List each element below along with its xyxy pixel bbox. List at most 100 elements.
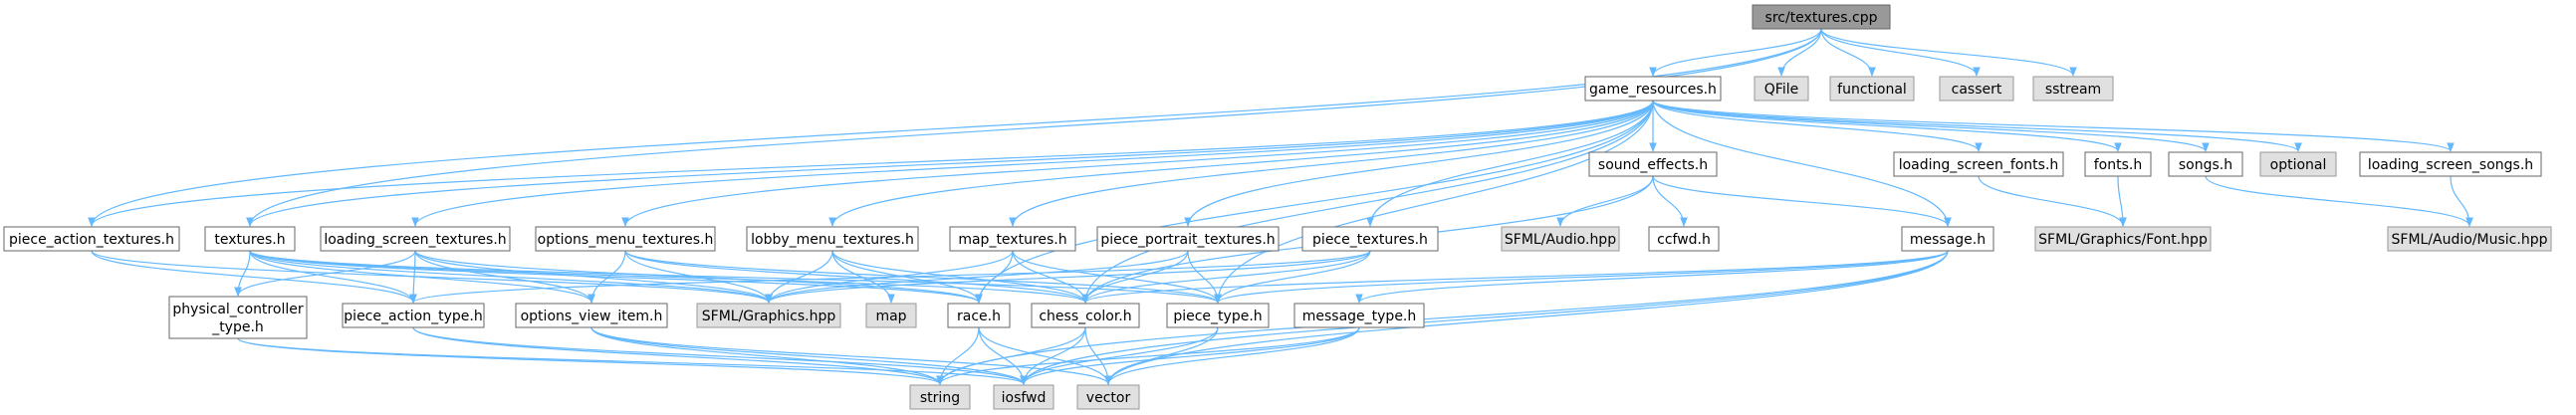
svg-text:sound_effects.h: sound_effects.h [1598,157,1708,173]
edge-game-resources-to-chess-color [1081,100,1654,304]
edge-chess-color-to-iosfwd [1020,326,1086,385]
file-nodes: src/textures.cpp game_resources.h QFile … [3,4,2552,410]
svg-text:songs.h: songs.h [2179,157,2232,173]
edge-game-resources-to-options-menu-textures [621,100,1654,227]
node-qfile[interactable]: QFile [1754,76,1809,102]
svg-text:chess_color.h: chess_color.h [1039,309,1131,324]
edge-root-to-textures [246,28,1822,227]
svg-text:game_resources.h: game_resources.h [1589,82,1717,98]
node-songs[interactable]: songs.h [2168,151,2243,177]
node-root-file[interactable]: src/textures.cpp [1752,4,1891,30]
edge-root-to-game-resources [1649,28,1822,77]
edge-options-view-item-to-iosfwd [590,326,1028,385]
edge-sound-effects-to-sfml-audio [1556,175,1654,227]
node-map[interactable]: map [865,303,917,328]
edge-textures-to-sfml-graphics [249,250,773,304]
node-textures[interactable]: textures.h [204,226,296,252]
node-message-type[interactable]: message_type.h [1293,303,1425,328]
edge-game-resources-to-message [1652,100,1952,227]
svg-text:lobby_menu_textures.h: lobby_menu_textures.h [751,232,914,248]
node-string[interactable]: string [909,384,971,410]
svg-text:SFML/Audio.hpp: SFML/Audio.hpp [1505,232,1616,248]
edge-game-resources-to-optional [1652,100,2302,152]
node-iosfwd[interactable]: iosfwd [993,384,1054,410]
svg-text:QFile: QFile [1764,82,1798,98]
node-piece-action-type[interactable]: piece_action_type.h [342,303,485,328]
svg-text:piece_portrait_textures.h: piece_portrait_textures.h [1100,232,1275,248]
edge-race-to-vector [978,326,1112,385]
svg-text:map: map [875,309,906,324]
svg-text:iosfwd: iosfwd [1002,390,1047,406]
svg-text:map_textures.h: map_textures.h [958,232,1066,248]
svg-text:ccfwd.h: ccfwd.h [1657,232,1711,248]
edge-loading-screen-textures-to-options-view-item [414,250,595,304]
node-fonts[interactable]: fonts.h [2084,151,2152,177]
edge-fonts-to-sfml-font [2117,175,2127,227]
svg-text:SFML/Graphics/Font.hpp: SFML/Graphics/Font.hpp [2038,232,2208,248]
node-options-view-item[interactable]: options_view_item.h [515,303,668,328]
node-sstream[interactable]: sstream [2032,76,2114,102]
node-loading-screen-textures[interactable]: loading_screen_textures.h [320,226,511,252]
edge-physical-controller-type-to-iosfwd [237,337,1028,385]
node-piece-type[interactable]: piece_type.h [1166,303,1270,328]
edge-piece-textures-to-chess-color [1081,250,1371,304]
edge-game-resources-to-lobby-menu-textures [828,100,1654,227]
svg-text:sstream: sstream [2045,82,2101,98]
edge-root-to-sstream [1820,28,2077,77]
node-sfml-audio[interactable]: SFML/Audio.hpp [1501,226,1620,252]
edge-textures-to-chess-color [249,250,1089,304]
node-functional[interactable]: functional [1829,76,1915,102]
edge-message-to-piece-type [1214,250,1949,304]
node-piece-action-textures[interactable]: piece_action_textures.h [3,226,180,252]
edge-textures-to-race [249,250,983,304]
node-chess-color[interactable]: chess_color.h [1031,303,1140,328]
node-race[interactable]: race.h [947,303,1011,328]
node-sfml-font[interactable]: SFML/Graphics/Font.hpp [2034,226,2212,252]
edge-game-resources-to-map-textures [1009,100,1654,227]
node-message[interactable]: message.h [1901,226,1994,252]
edge-piece-action-type-to-iosfwd [412,326,1028,385]
svg-text:textures.h: textures.h [214,232,285,248]
edge-game-resources-to-textures [246,100,1654,227]
node-sfml-graphics[interactable]: SFML/Graphics.hpp [696,303,841,328]
edge-chess-color-to-string [936,326,1086,385]
edge-loading-screen-songs-to-sfml-music [2450,175,2473,227]
node-piece-portrait-textures[interactable]: piece_portrait_textures.h [1096,226,1280,252]
edge-game-resources-to-piece-action-textures [88,100,1654,227]
svg-text:cassert: cassert [1952,82,2002,98]
node-loading-screen-songs[interactable]: loading_screen_songs.h [2359,151,2542,177]
edge-piece-type-to-iosfwd [1020,326,1219,385]
edge-lobby-menu-textures-to-chess-color [831,250,1089,304]
node-lobby-menu-textures[interactable]: lobby_menu_textures.h [746,226,919,252]
node-ccfwd[interactable]: ccfwd.h [1648,226,1720,252]
edge-piece-type-to-vector [1104,326,1219,385]
edge-message-to-chess-color [1081,250,1949,304]
svg-text:loading_screen_songs.h: loading_screen_songs.h [2368,157,2533,173]
edge-root-to-qfile [1777,28,1822,77]
node-map-textures[interactable]: map_textures.h [949,226,1076,252]
node-sfml-music[interactable]: SFML/Audio/Music.hpp [2387,226,2552,252]
node-cassert[interactable]: cassert [1939,76,2014,102]
svg-text:piece_action_type.h: piece_action_type.h [344,309,482,324]
edge-game-resources-to-loading-screen-fonts [1652,100,1983,152]
node-vector[interactable]: vector [1076,384,1140,410]
edge-message-type-to-string [936,326,1360,385]
edge-game-resources-to-race [975,100,1654,304]
node-piece-textures[interactable]: piece_textures.h [1301,226,1439,252]
node-options-menu-textures[interactable]: options_menu_textures.h [535,226,716,252]
node-physical-controller-type[interactable]: physical_controller _type.h [168,296,308,339]
svg-text:loading_screen_textures.h: loading_screen_textures.h [324,232,506,248]
svg-text:src/textures.cpp: src/textures.cpp [1765,10,1878,26]
svg-text:physical_controller: physical_controller [172,302,303,317]
edge-options-menu-textures-to-chess-color [624,250,1089,304]
edge-loading-screen-fonts-to-sfml-font [1978,175,2127,227]
node-sound-effects[interactable]: sound_effects.h [1588,151,1718,177]
edge-game-resources-to-songs [1652,100,2210,152]
svg-text:piece_textures.h: piece_textures.h [1312,232,1428,248]
node-loading-screen-fonts[interactable]: loading_screen_fonts.h [1893,151,2064,177]
node-optional[interactable]: optional [2259,151,2337,177]
node-game-resources[interactable]: game_resources.h [1584,76,1722,102]
edge-message-to-iosfwd [1020,250,1949,385]
svg-text:_type.h: _type.h [211,319,264,335]
